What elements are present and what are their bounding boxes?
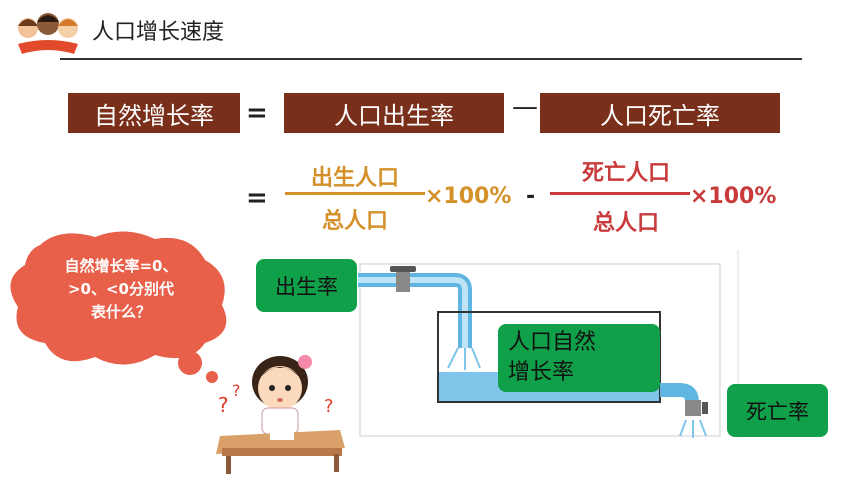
bubble-line-1: 自然增长率=0、 — [64, 257, 178, 275]
thought-bubble — [10, 231, 227, 383]
svg-text:?: ? — [232, 381, 241, 400]
death-multiplier: ×100% — [690, 184, 777, 209]
thinking-girl-illustration: ? ? ? — [216, 355, 345, 474]
birth-denominator: 总人口 — [321, 209, 388, 234]
death-numerator: 死亡人口 — [581, 161, 670, 186]
minus-sign: — — [512, 92, 538, 122]
death-denominator: 总人口 — [592, 211, 659, 236]
bubble-question: 自然增长率=0、 >0、<0分别代 表什么？ — [36, 255, 206, 324]
natural-growth-label: 人口自然 增长率 — [498, 324, 660, 392]
svg-text:?: ? — [324, 396, 334, 417]
bubble-line-3: 表什么？ — [90, 303, 151, 321]
equals-sign: = — [246, 98, 268, 128]
birth-multiplier: ×100% — [425, 184, 512, 209]
natural-label-line-2: 增长率 — [508, 360, 575, 385]
title-divider — [60, 58, 802, 60]
death-fraction-bar — [550, 192, 690, 195]
death-rate-term: 人口死亡率 — [540, 93, 780, 133]
formula-equals-sign: = — [246, 183, 268, 213]
birth-rate-label: 出生率 — [256, 259, 357, 312]
birth-numerator: 出生人口 — [310, 166, 399, 191]
page-title: 人口增长速度 — [92, 20, 225, 45]
kids-logo — [18, 13, 78, 54]
natural-label-line-1: 人口自然 — [508, 330, 597, 355]
bubble-line-2: >0、<0分别代 — [67, 280, 174, 298]
death-rate-label: 死亡率 — [727, 384, 828, 437]
birth-fraction-bar — [285, 192, 425, 195]
birth-rate-term: 人口出生率 — [284, 93, 504, 133]
formula-minus-sign: - — [526, 184, 536, 209]
natural-rate-term: 自然增长率 — [68, 93, 240, 133]
svg-text:?: ? — [218, 393, 229, 417]
